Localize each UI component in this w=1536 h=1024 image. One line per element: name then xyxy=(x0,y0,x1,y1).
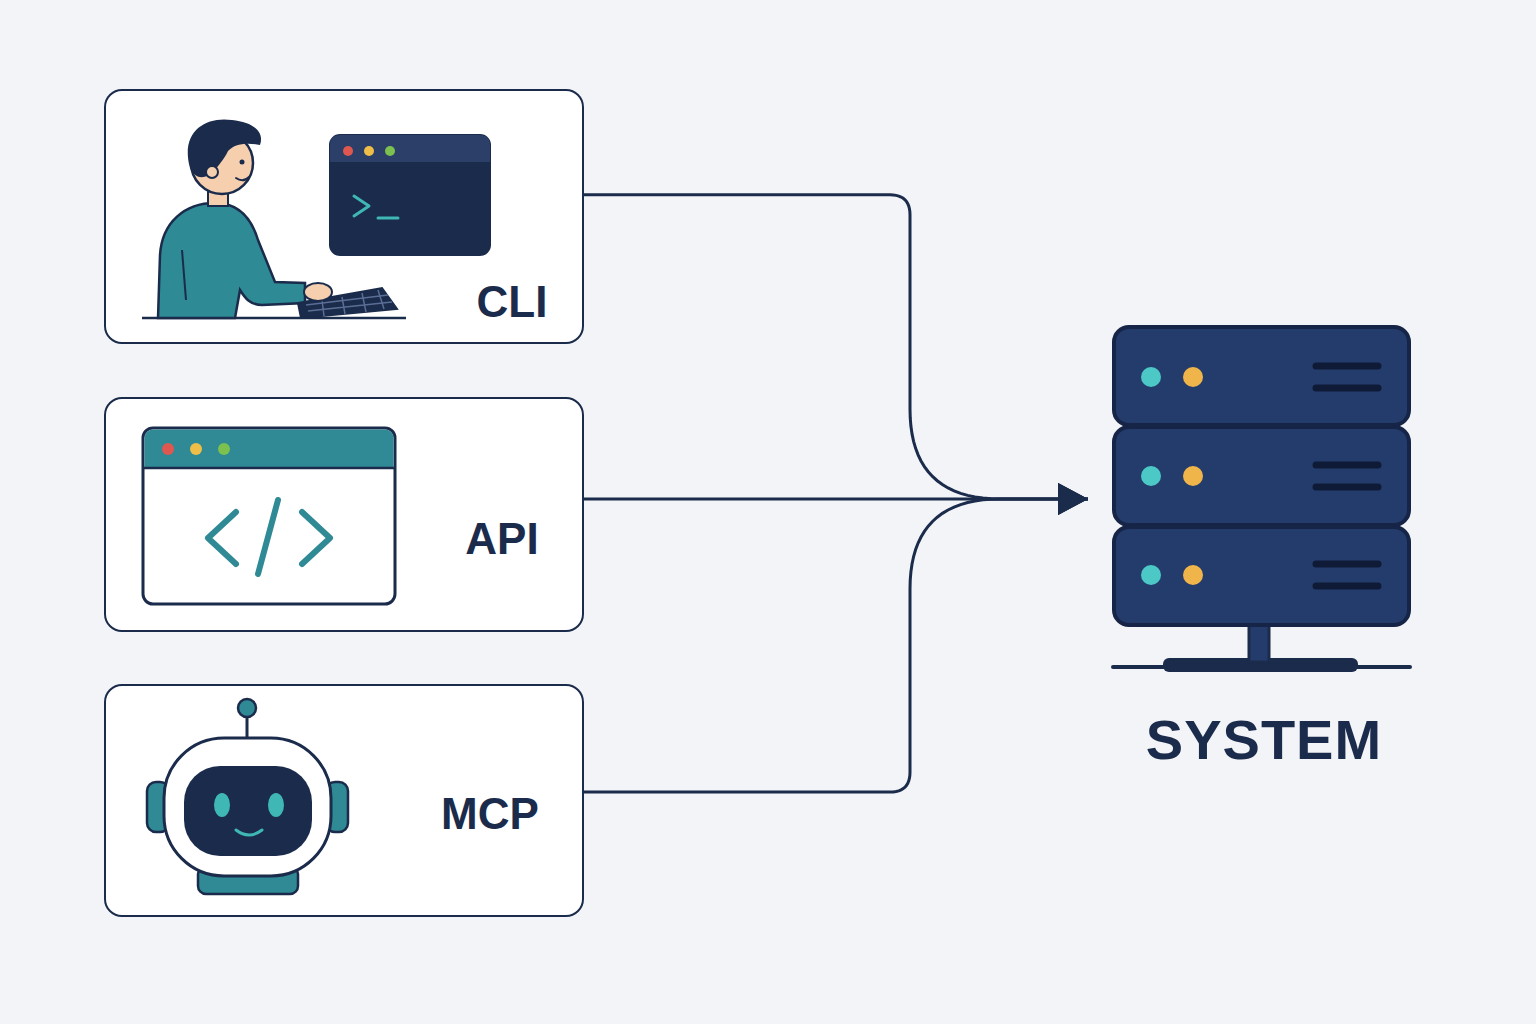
robot-ear xyxy=(326,782,348,832)
server-unit xyxy=(1114,527,1409,625)
status-light xyxy=(1183,565,1203,585)
server-stand xyxy=(1249,620,1269,662)
flow-arrow xyxy=(584,195,1088,499)
server-vent xyxy=(1316,366,1378,586)
person-hair xyxy=(188,119,261,177)
person-hand xyxy=(304,283,332,301)
status-light xyxy=(1141,367,1161,387)
robot-head xyxy=(164,738,331,876)
person-body xyxy=(158,203,305,318)
flow-arrow xyxy=(584,499,1088,792)
window-dot xyxy=(162,443,174,455)
person-illustration xyxy=(142,119,406,318)
code-symbol xyxy=(208,512,236,564)
terminal-titlebar xyxy=(330,135,490,162)
keyboard-keys xyxy=(306,290,392,316)
browser-titlebar xyxy=(145,430,394,469)
terminal-window xyxy=(330,135,490,255)
person-head xyxy=(191,132,253,194)
window-dot xyxy=(343,146,353,156)
server-stand-base xyxy=(1163,658,1358,672)
person-ear xyxy=(206,166,218,178)
server-unit xyxy=(1114,427,1409,525)
node-label: API xyxy=(342,513,662,566)
desk-line xyxy=(142,317,406,320)
robot-base xyxy=(198,866,298,894)
keyboard xyxy=(298,288,397,318)
status-light xyxy=(1183,466,1203,486)
cursor-symbol xyxy=(378,217,398,220)
code-symbol xyxy=(258,500,278,574)
robot-face xyxy=(184,766,312,856)
person-neck xyxy=(208,186,228,206)
robot-smile xyxy=(236,830,262,835)
prompt-symbol xyxy=(354,196,369,216)
status-light xyxy=(1183,367,1203,387)
status-light xyxy=(1141,565,1161,585)
server-icon xyxy=(1113,327,1410,672)
titlebar-line xyxy=(143,467,395,470)
browser-icon xyxy=(143,428,395,604)
interface-box: API xyxy=(104,397,584,632)
terminal-icon xyxy=(330,135,490,255)
window-dot xyxy=(190,443,202,455)
status-light xyxy=(1141,466,1161,486)
arm-line xyxy=(182,250,186,300)
system-label: SYSTEM xyxy=(1104,706,1424,773)
browser-window xyxy=(143,428,395,604)
window-dot xyxy=(218,443,230,455)
robot-eye xyxy=(268,793,284,817)
person-smile xyxy=(236,177,249,180)
person-eye xyxy=(240,160,245,165)
robot-antenna xyxy=(246,716,249,740)
interface-box: CLI xyxy=(104,89,584,344)
node-label: MCP xyxy=(330,788,650,841)
interface-box: MCP xyxy=(104,684,584,917)
window-dot xyxy=(364,146,374,156)
window-dot xyxy=(385,146,395,156)
robot-eye xyxy=(214,793,230,817)
robot-ear xyxy=(147,782,169,832)
server-ground xyxy=(1113,665,1410,669)
robot-antenna-tip xyxy=(238,699,256,717)
server-unit xyxy=(1114,327,1409,425)
robot-icon xyxy=(147,699,348,894)
node-label: CLI xyxy=(352,276,672,329)
flow-arrow xyxy=(584,497,1088,500)
code-symbol xyxy=(302,512,330,564)
system-node: SYSTEM xyxy=(1088,326,1428,786)
